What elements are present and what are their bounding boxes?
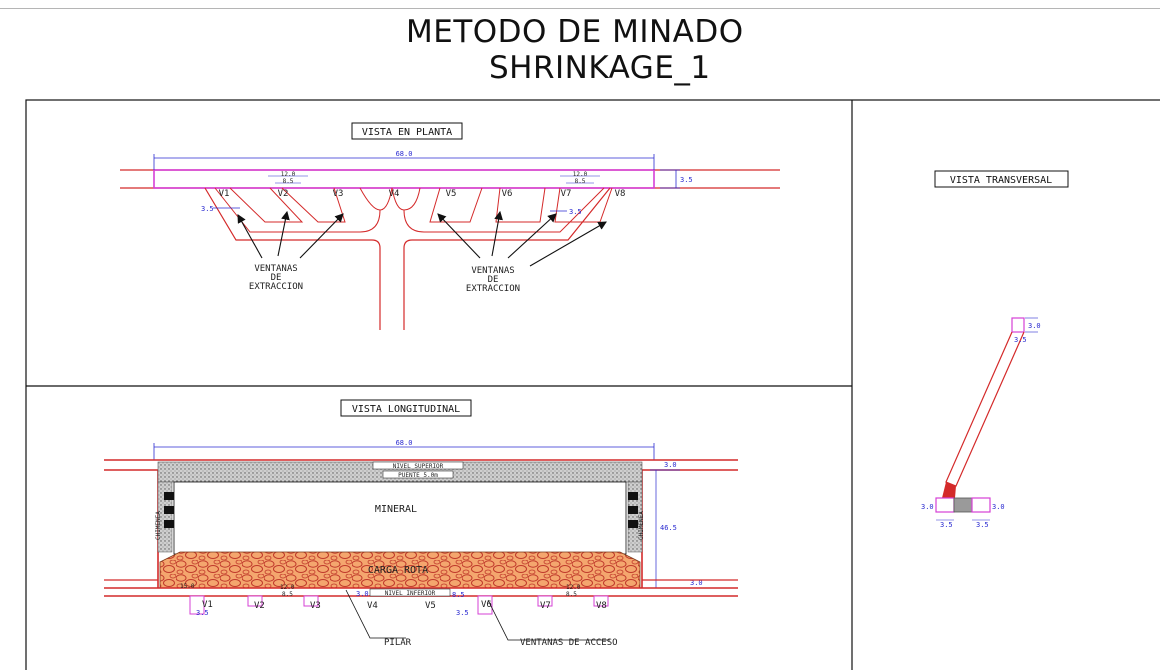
long-dim-mid: 3.0 xyxy=(356,590,369,598)
plan-window-v8: V8 xyxy=(615,189,626,199)
long-dim-v5: 8.5 xyxy=(452,591,465,599)
long-window-v6: V6 xyxy=(481,600,492,610)
plan-dim-right-bot: 8.5 xyxy=(575,178,586,185)
plan-length-dim: 68.0 xyxy=(396,150,413,158)
plan-window-v4: V4 xyxy=(389,189,400,199)
pilar-label: PILAR xyxy=(384,638,412,648)
plan-ventanas-left-2: DE xyxy=(271,273,282,283)
plan-ventanas-right-3: EXTRACCION xyxy=(466,284,520,294)
plan-dim-right-top: 12.0 xyxy=(573,171,588,178)
long-window-v3: V3 xyxy=(310,601,321,611)
plan-window-v1: V1 xyxy=(219,189,230,199)
longitudinal-label-box xyxy=(340,399,472,417)
acceso-label: VENTANAS DE ACCESO xyxy=(520,638,618,648)
plan-view: VISTA EN PLANTA 68.0 3.5 12.0 8.5 12.0 8… xyxy=(120,122,780,330)
outer-frame xyxy=(25,99,1160,670)
long-dim-right-top: 12.0 xyxy=(566,584,581,591)
long-dim-right-bot: 8.5 xyxy=(566,591,577,598)
plan-stope-outline xyxy=(153,169,655,189)
transversal-top-dim-bottom: 3.5 xyxy=(1014,336,1027,344)
plan-window-v5: V5 xyxy=(446,189,457,199)
long-window-v4: V4 xyxy=(367,601,378,611)
plan-window-v7: V7 xyxy=(561,189,572,199)
chimenea-right: CHIMENEA xyxy=(638,511,645,540)
plan-side-dim-left: 3.5 xyxy=(201,205,214,213)
mineral-label: MINERAL xyxy=(375,504,417,515)
transversal-top-dim-side: 3.0 xyxy=(1028,322,1041,330)
longitudinal-top-dim: 3.0 xyxy=(664,461,677,469)
long-dim-v6: 3.5 xyxy=(456,609,469,617)
transversal-label: VISTA TRANSVERSAL xyxy=(950,175,1052,186)
transversal-label-box xyxy=(934,170,1069,188)
longitudinal-length-dim: 68.0 xyxy=(396,439,413,447)
plan-dim-left-top: 12.0 xyxy=(281,171,296,178)
long-window-v8: V8 xyxy=(596,601,607,611)
chimenea-left: CHIMENEA xyxy=(155,511,162,540)
plan-window-v2: V2 xyxy=(278,189,289,199)
plan-ventanas-left-1: VENTANAS xyxy=(254,264,297,274)
transversal-bottom-dim-right-side: 3.0 xyxy=(992,503,1005,511)
longitudinal-height-dim: 46.5 xyxy=(660,524,677,532)
plan-ventanas-right-2: DE xyxy=(488,275,499,285)
drawing-title: METODO DE MINADO xyxy=(406,14,744,50)
plan-window-v6: V6 xyxy=(502,189,513,199)
nivel-superior-label: NIVEL SUPERIOR xyxy=(393,463,444,470)
plan-width-dim: 3.5 xyxy=(680,176,693,184)
plan-label-box xyxy=(351,122,463,140)
long-window-v2: V2 xyxy=(254,601,265,611)
transversal-bottom-dim-left-side: 3.0 xyxy=(921,503,934,511)
long-dim-left-bot: 8.5 xyxy=(282,591,293,598)
carga-rota-label: CARGA ROTA xyxy=(368,565,428,576)
long-dim-v1: 3.5 xyxy=(196,609,209,617)
drawing-subtitle: SHRINKAGE_1 xyxy=(489,50,711,86)
plan-window-v3: V3 xyxy=(333,189,344,199)
longitudinal-bottom-dim: 3.0 xyxy=(690,579,703,587)
long-window-v7: V7 xyxy=(540,601,551,611)
puente-label: PUENTE 5.0m xyxy=(398,472,438,479)
long-window-v1: V1 xyxy=(202,600,213,610)
mineral-zone xyxy=(173,481,627,555)
plan-ventanas-left-3: EXTRACCION xyxy=(249,282,303,292)
long-dim-left-mid: 12.0 xyxy=(280,584,295,591)
plan-dim-left-bot: 8.5 xyxy=(283,178,294,185)
top-rule xyxy=(0,8,1160,9)
long-dim-left-top: 15.0 xyxy=(180,583,195,590)
longitudinal-label: VISTA LONGITUDINAL xyxy=(352,404,460,415)
longitudinal-view: VISTA LONGITUDINAL 68.0 NIVEL SUPERIOR P… xyxy=(104,399,738,648)
plan-label: VISTA EN PLANTA xyxy=(362,127,452,138)
plan-funnel-right xyxy=(403,187,611,330)
transversal-bottom-dim-right-bot: 3.5 xyxy=(976,521,989,529)
nivel-inferior-label: NIVEL INFERIOR xyxy=(385,590,436,597)
plan-ventanas-right-1: VENTANAS xyxy=(471,266,514,276)
plan-funnel-left xyxy=(204,187,381,330)
transversal-bottom-dim-left-bot: 3.5 xyxy=(940,521,953,529)
long-window-v5: V5 xyxy=(425,601,436,611)
plan-side-dim-right: 3.5 xyxy=(569,208,582,216)
transversal-view: VISTA TRANSVERSAL 3.0 3.5 3.0 3.0 3.5 3.… xyxy=(921,170,1069,529)
